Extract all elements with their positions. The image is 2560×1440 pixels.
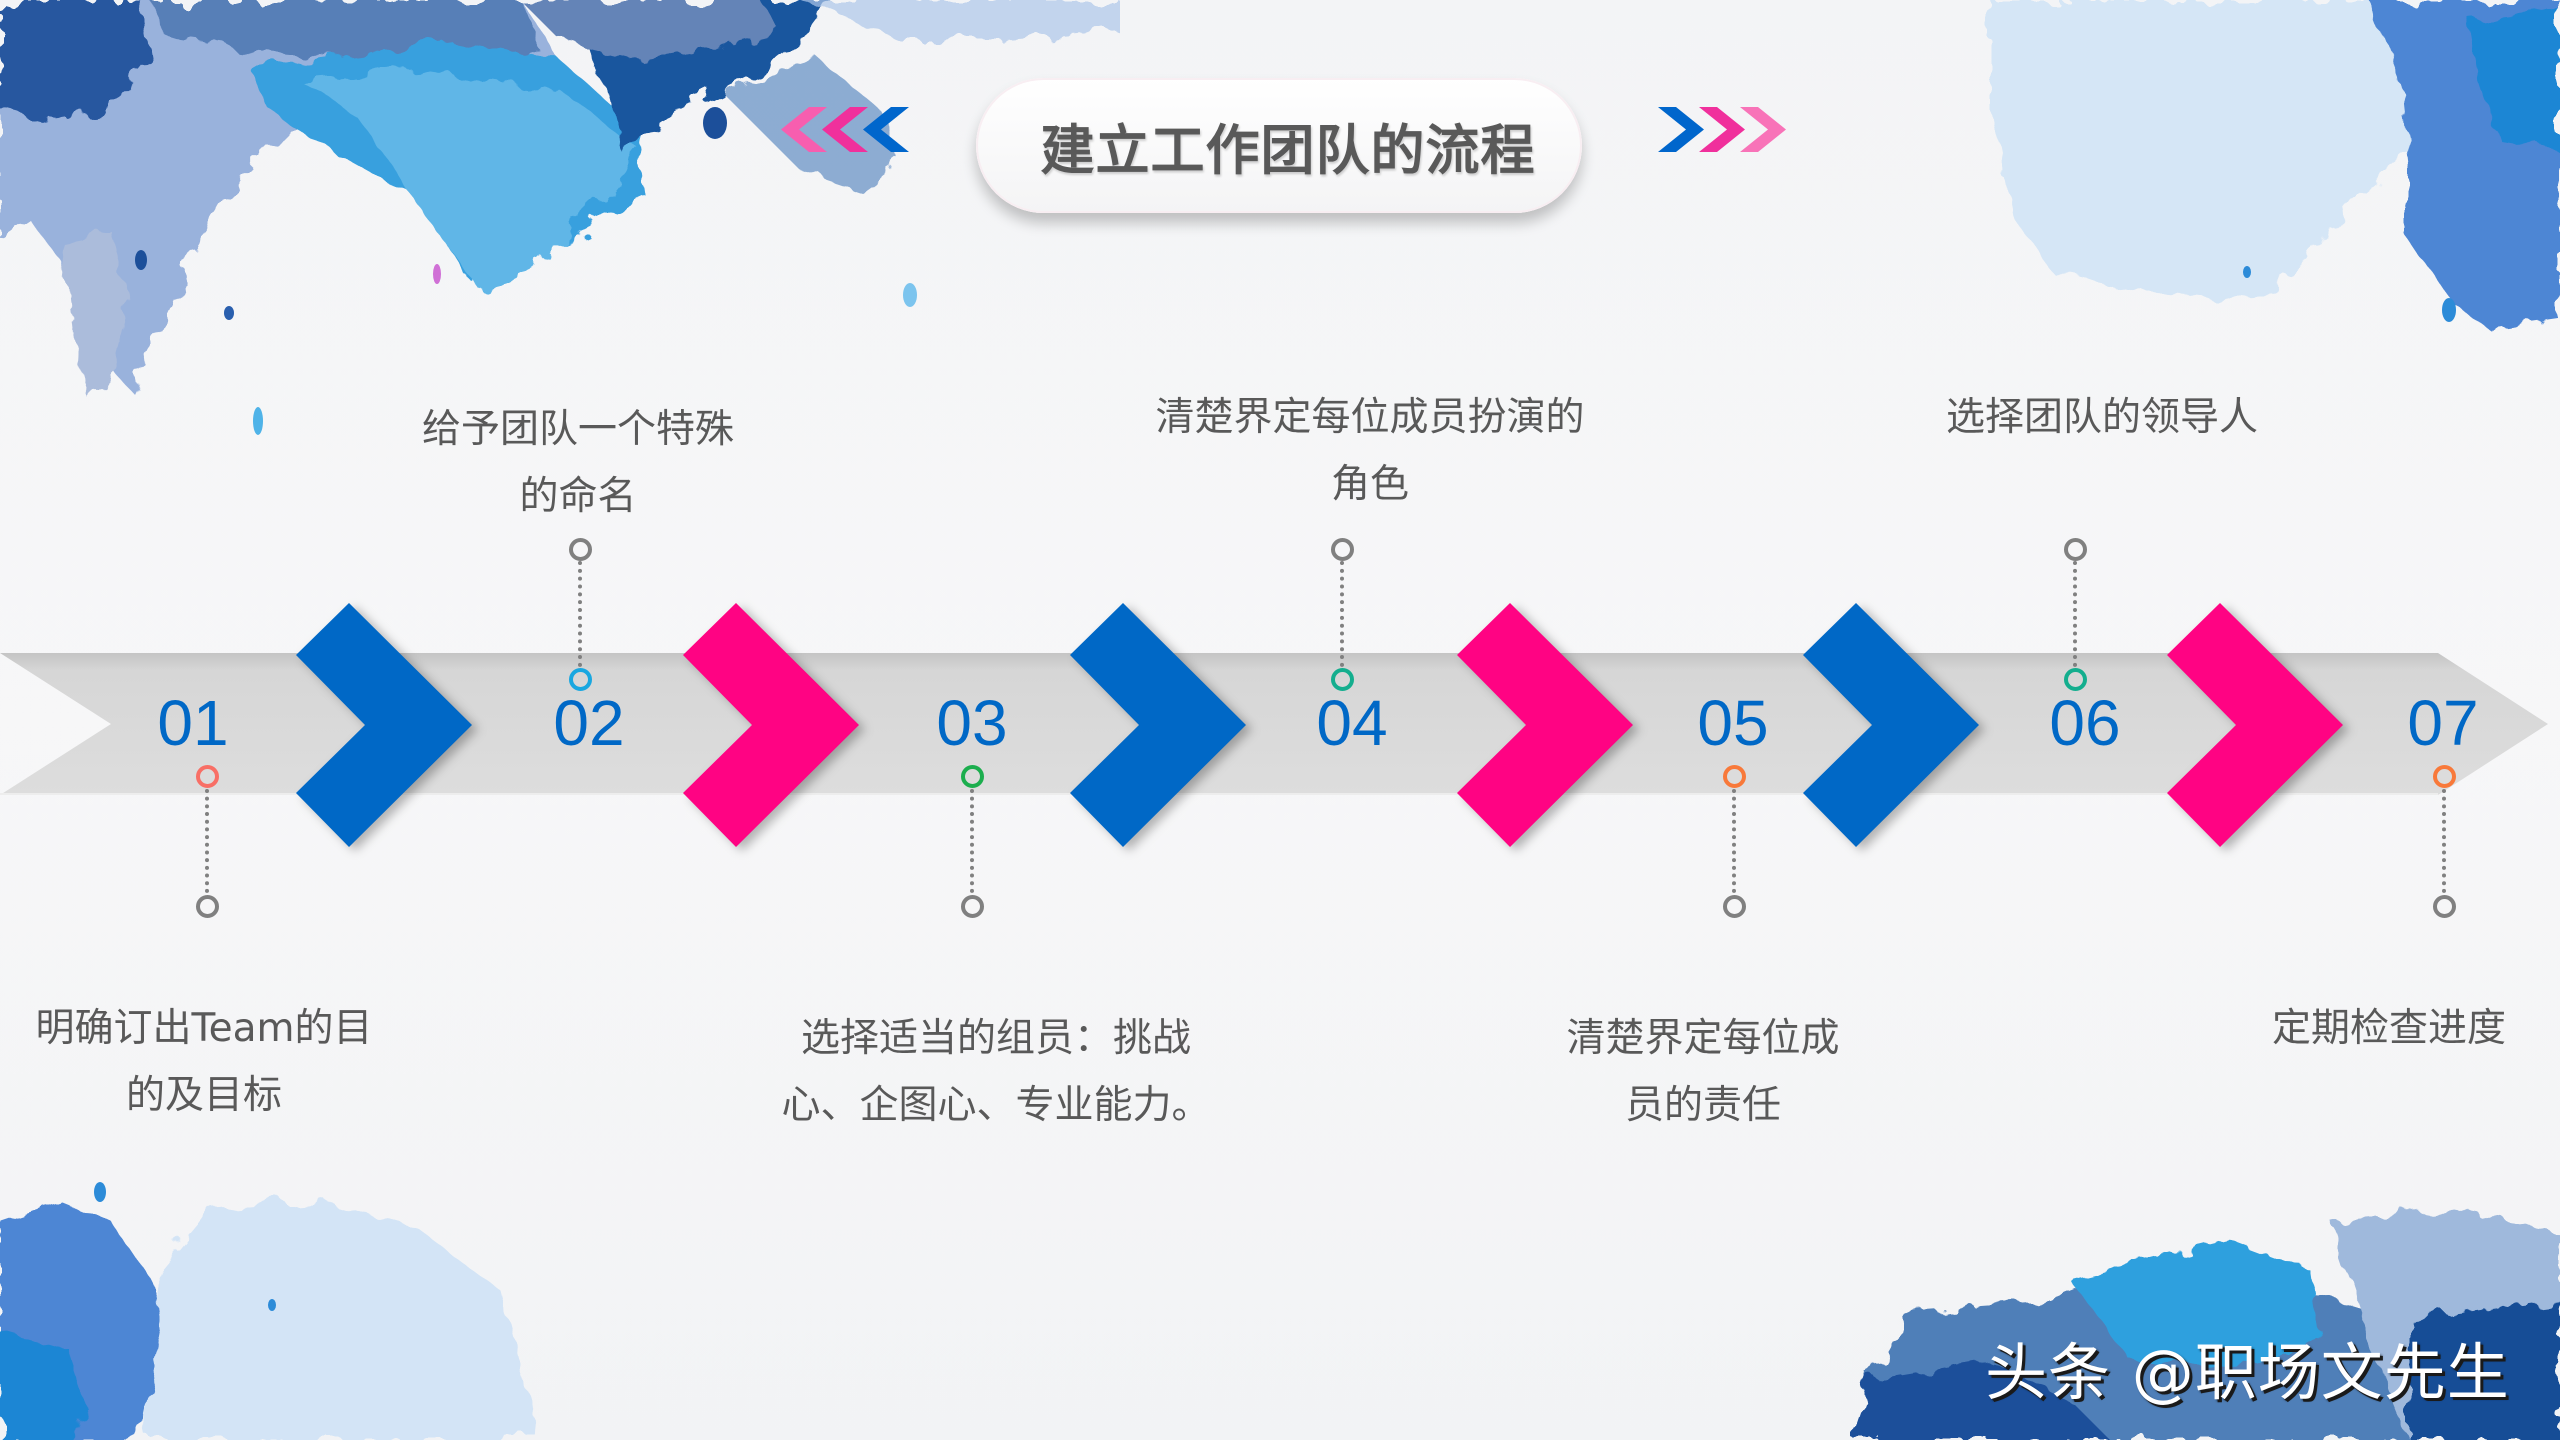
watermark: 头条 @职场文先生 xyxy=(1985,1336,2510,1409)
title-banner: 建立工作团队的流程 xyxy=(976,78,1582,213)
step-number-04: 04 xyxy=(1316,687,1388,759)
step-chevron-5-icon xyxy=(1803,603,1979,847)
end-ring-04 xyxy=(1330,537,1354,561)
step-03-line-2: 心、企图心、专业能力。 xyxy=(781,1083,1211,1128)
marker-ring-05 xyxy=(1722,764,1746,788)
step-description-04: 清楚界定每位成员扮演的 角色 xyxy=(1140,384,1600,518)
header-chevron-right-2-icon xyxy=(1699,107,1745,152)
step-07-line-1: 定期检查进度 xyxy=(2271,1006,2506,1051)
step-number-03: 03 xyxy=(936,687,1008,759)
step-chevron-2-icon xyxy=(683,603,859,847)
step-05-line-2: 员的责任 xyxy=(1624,1083,1781,1128)
header-chevron-left-3-icon xyxy=(863,107,909,152)
connector-line-01 xyxy=(205,789,209,893)
step-06-line-1: 选择团队的领导人 xyxy=(1945,395,2258,440)
end-ring-05 xyxy=(1722,894,1746,918)
watercolor-bottom-right xyxy=(1850,1210,2560,1440)
watercolor-top-left xyxy=(0,0,1120,435)
step-description-01: 明确订出Team的目 的及目标 xyxy=(0,995,434,1129)
page-title: 建立工作团队的流程 xyxy=(1040,119,1536,182)
step-04-line-2: 角色 xyxy=(1330,462,1409,507)
header-chevron-right-3-icon xyxy=(1740,107,1786,152)
step-02-line-2: 的命名 xyxy=(519,474,637,519)
end-ring-06 xyxy=(2063,537,2087,561)
connector-line-02 xyxy=(578,561,582,667)
step-number-07: 07 xyxy=(2407,687,2479,759)
watercolor-bottom-left xyxy=(0,1182,540,1440)
header-chevron-left-2-icon xyxy=(822,107,868,152)
step-description-03: 选择适当的组员：挑战 心、企图心、专业能力。 xyxy=(766,1005,1226,1139)
marker-ring-01 xyxy=(195,764,219,788)
step-chevron-3-icon xyxy=(1070,603,1246,847)
watercolor-top-right xyxy=(1990,0,2560,330)
marker-ring-06 xyxy=(2063,667,2087,691)
step-01-line-1: 明确订出Team的目 xyxy=(35,1006,373,1051)
end-ring-07 xyxy=(2432,894,2456,918)
step-01-line-2: 的及目标 xyxy=(125,1073,282,1118)
header-chevron-right-1-icon xyxy=(1658,107,1704,152)
connector-line-07 xyxy=(2442,789,2446,893)
step-number-01: 01 xyxy=(157,687,229,759)
step-number-06: 06 xyxy=(2049,687,2121,759)
step-chevron-6-icon xyxy=(2167,603,2343,847)
end-ring-03 xyxy=(960,894,984,918)
marker-ring-03 xyxy=(960,764,984,788)
connector-line-05 xyxy=(1732,789,1736,893)
step-02-line-1: 给予团队一个特殊 xyxy=(421,407,734,452)
end-ring-02 xyxy=(568,537,592,561)
end-ring-01 xyxy=(195,894,219,918)
step-05-line-1: 清楚界定每位成 xyxy=(1566,1016,1840,1061)
step-description-06: 选择团队的领导人 xyxy=(1872,384,2332,451)
marker-ring-07 xyxy=(2432,764,2456,788)
step-description-05: 清楚界定每位成 员的责任 xyxy=(1473,1005,1933,1139)
step-number-02: 02 xyxy=(553,687,625,759)
step-description-02: 给予团队一个特殊 的命名 xyxy=(348,396,808,530)
marker-ring-02 xyxy=(568,667,592,691)
step-number-05: 05 xyxy=(1697,687,1769,759)
step-03-line-1: 选择适当的组员：挑战 xyxy=(800,1016,1191,1061)
header-chevron-left-1-icon xyxy=(781,107,827,152)
step-04-line-1: 清楚界定每位成员扮演的 xyxy=(1155,395,1585,440)
connector-line-03 xyxy=(970,789,974,893)
step-chevron-4-icon xyxy=(1457,603,1633,847)
step-description-07: 定期检查进度 xyxy=(2159,995,2560,1062)
marker-ring-04 xyxy=(1330,667,1354,691)
connector-line-04 xyxy=(1340,561,1344,667)
step-chevron-1-icon xyxy=(296,603,472,847)
connector-line-06 xyxy=(2073,561,2077,667)
